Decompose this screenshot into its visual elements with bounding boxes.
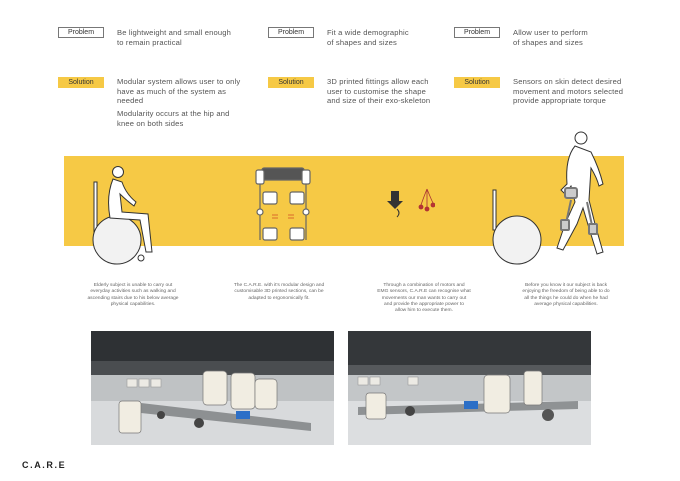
- prototype-photo-2-graphic: [348, 331, 591, 445]
- prototype-photo-1: [91, 331, 334, 445]
- problem-tag-3: Problem: [454, 27, 500, 38]
- line: movements our man wants to carry out: [381, 295, 467, 301]
- problem-tag-2: Problem: [268, 27, 314, 38]
- line: knee on both sides: [117, 118, 184, 128]
- line: to remain practical: [117, 37, 182, 47]
- line: allow him to execute them.: [395, 308, 453, 314]
- line: Before you know it our subject is back: [524, 283, 608, 288]
- line: of shapes and sizes: [513, 37, 583, 47]
- exoskeleton-frame-illustration: [255, 167, 311, 241]
- line: EMG sensors, C.A.R.E can recognise what: [377, 289, 471, 295]
- line: Modularity occurs at the hip and: [117, 109, 230, 118]
- line: average physical capabilities.: [534, 301, 598, 307]
- solution-tag-3: Solution: [454, 77, 500, 88]
- line: Modular system allows user to only: [117, 77, 241, 86]
- problem-text-1: Be lightweight and small enough to remai…: [117, 28, 231, 47]
- line: movement and motors selected: [513, 86, 624, 96]
- problem-text-2: Fit a wide demographic of shapes and siz…: [327, 28, 409, 47]
- line: user to customise the shape: [327, 86, 427, 96]
- solution-tag-2: Solution: [268, 77, 314, 88]
- caption-2: The C.A.R.E. with it's modular design an…: [212, 283, 346, 302]
- prototype-photo-2: [348, 331, 591, 445]
- line: Elderly subject is unable to carry out: [93, 283, 173, 288]
- problem-text-3: Allow user to perform of shapes and size…: [513, 28, 588, 47]
- line: everyday activities such as walking and: [90, 289, 176, 295]
- line: needed: [117, 96, 144, 106]
- emg-sensor-illustration: [387, 188, 435, 218]
- line: and provide the appropriate power to: [384, 301, 464, 307]
- line: Fit a wide demographic: [327, 28, 409, 37]
- caption-4: Before you know it our subject is back e…: [497, 283, 635, 308]
- line: have as much of the system as: [117, 86, 227, 96]
- caption-3: Through a combination of motors and EMG …: [357, 283, 491, 314]
- line: Be lightweight and small enough: [117, 28, 231, 37]
- line: Through a combination of motors and: [383, 283, 465, 288]
- prototype-photo-1-graphic: [91, 331, 334, 445]
- line: customisable 3D printed sections, can be: [234, 289, 324, 295]
- caption-1: Elderly subject is unable to carry out e…: [63, 283, 203, 308]
- solution-extra-text-1: Modularity occurs at the hip and knee on…: [117, 109, 229, 128]
- problem-tag-1: Problem: [58, 27, 104, 38]
- care-logo: C.A.R.E: [22, 460, 67, 470]
- line: The C.A.R.E. with it's modular design an…: [233, 283, 325, 288]
- line: of shapes and sizes: [327, 37, 397, 47]
- line: 3D printed fittings allow each: [327, 77, 429, 86]
- line: provide appropriate torque: [513, 96, 606, 106]
- line: enjoying the freedom of being able to do: [522, 289, 610, 295]
- line: physical capabilities.: [110, 301, 156, 307]
- solution-tag-1: Solution: [58, 77, 104, 88]
- line: adapted to ergonomically fit.: [248, 295, 310, 301]
- solution-text-2: 3D printed fittings allow each user to c…: [327, 77, 430, 106]
- line: all the things he could do when he had: [524, 295, 608, 301]
- line: Allow user to perform: [513, 28, 588, 37]
- line: ascending stairs due to his below averag…: [87, 295, 179, 301]
- walking-user-illustration: [492, 131, 604, 265]
- line: Sensors on skin detect desired: [513, 77, 622, 86]
- solution-text-1: Modular system allows user to only have …: [117, 77, 240, 106]
- solution-text-3: Sensors on skin detect desired movement …: [513, 77, 623, 106]
- wheelchair-user-illustration: [92, 166, 153, 265]
- line: and size of their exo-skeleton: [327, 96, 431, 106]
